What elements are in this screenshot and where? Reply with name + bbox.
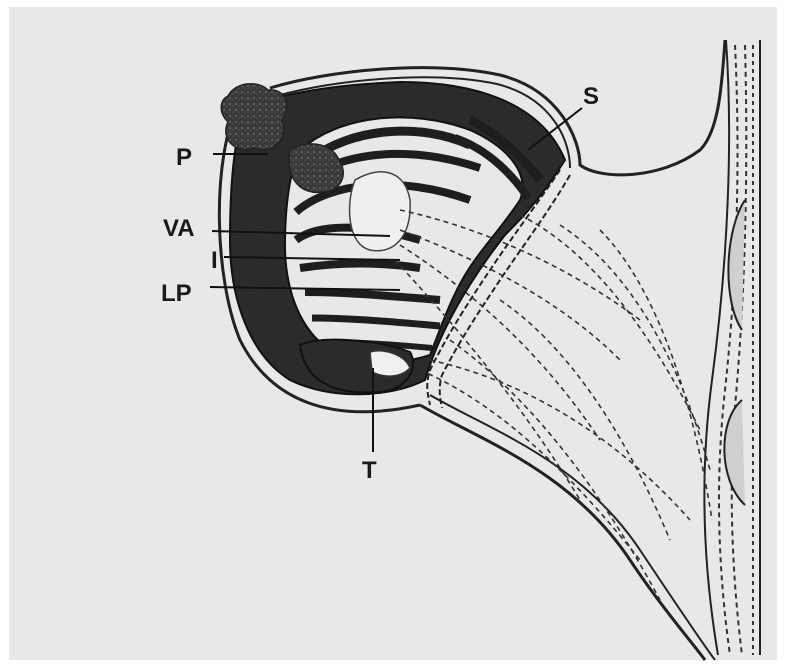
label-p: P <box>176 144 192 171</box>
right-wall <box>704 40 760 655</box>
label-t: T <box>362 457 377 484</box>
label-s: S <box>583 83 599 110</box>
label-va: VA <box>163 215 195 242</box>
label-lp: LP <box>161 280 192 307</box>
label-i: I <box>211 247 218 274</box>
